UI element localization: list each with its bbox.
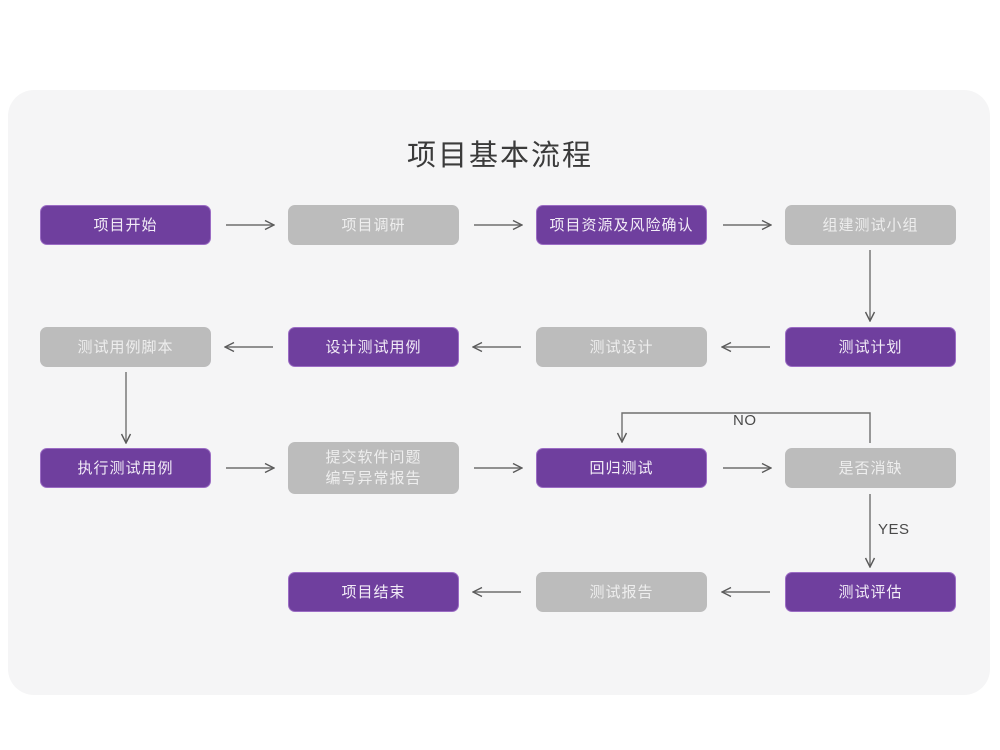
node-test-plan[interactable]: 测试计划 [785, 327, 956, 367]
page-title: 项目基本流程 [406, 140, 593, 172]
node-test-case-script[interactable]: 测试用例脚本 [40, 327, 211, 367]
node-submit-issue-report[interactable]: 提交软件问题 编写异常报告 [288, 442, 459, 494]
edge-label-yes: YES [878, 521, 910, 538]
edge-label-no: NO [733, 412, 757, 429]
node-defect-resolved[interactable]: 是否消缺 [785, 448, 956, 488]
node-regression-test[interactable]: 回归测试 [536, 448, 707, 488]
node-resource-risk-confirm[interactable]: 项目资源及风险确认 [536, 205, 707, 245]
node-design-test-case[interactable]: 设计测试用例 [288, 327, 459, 367]
node-project-end[interactable]: 项目结束 [288, 572, 459, 612]
node-test-report[interactable]: 测试报告 [536, 572, 707, 612]
node-project-start[interactable]: 项目开始 [40, 205, 211, 245]
node-test-design[interactable]: 测试设计 [536, 327, 707, 367]
node-build-test-team[interactable]: 组建测试小组 [785, 205, 956, 245]
node-project-research[interactable]: 项目调研 [288, 205, 459, 245]
node-test-evaluation[interactable]: 测试评估 [785, 572, 956, 612]
node-execute-test-case[interactable]: 执行测试用例 [40, 448, 211, 488]
